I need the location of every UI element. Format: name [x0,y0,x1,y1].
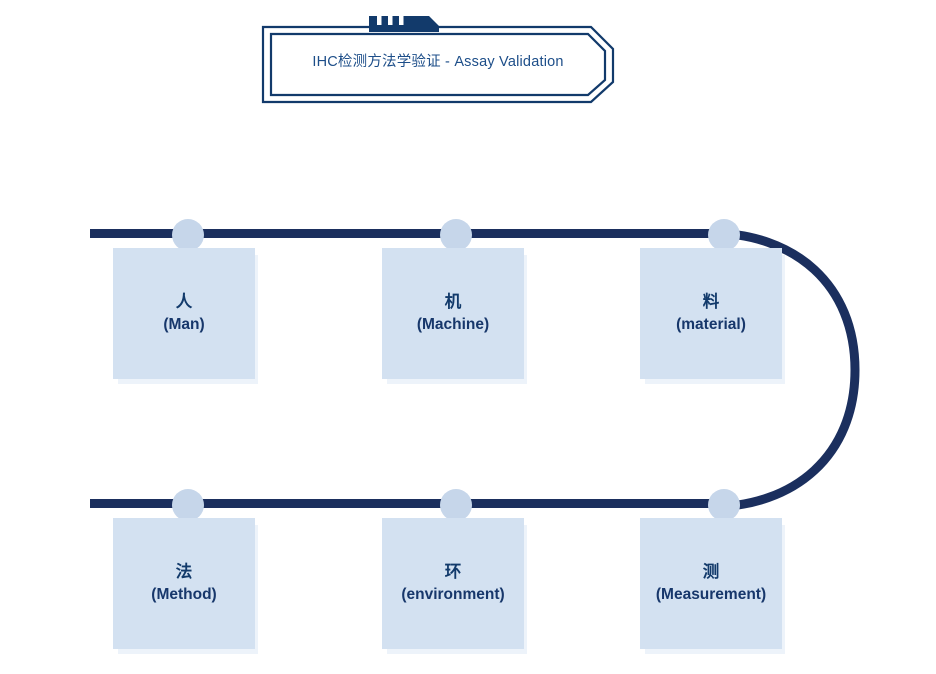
banner-inner-border [269,32,607,97]
category-label-en: (Measurement) [655,586,767,604]
node-dot-machine[interactable] [440,219,472,251]
category-card-environment[interactable]: 环 (environment) [382,518,524,649]
material-to-measurement-arc [709,228,860,512]
banner-tab-notch-1 [377,16,382,25]
category-label-method: 法 (Method) [73,560,295,606]
category-label-en: (material) [676,316,746,334]
category-label-cn: 法 [175,562,193,581]
banner-tab-notch-2 [388,16,393,25]
category-label-cn: 测 [702,562,720,581]
category-label-machine: 机 (Machine) [342,290,564,336]
bottom-rail [90,499,724,508]
category-label-measurement: 测 (Measurement) [600,560,822,606]
banner-tab-notch-3 [399,16,404,25]
category-label-material: 料 (material) [600,290,822,336]
category-label-cn: 人 [175,292,193,311]
category-label-cn: 料 [702,292,720,311]
category-card-material[interactable]: 料 (material) [640,248,782,379]
node-dot-measurement[interactable] [708,489,740,521]
category-label-en: (Man) [163,316,205,334]
category-card-man[interactable]: 人 (Man) [113,248,255,379]
category-card-method[interactable]: 法 (Method) [113,518,255,649]
category-label-man: 人 (Man) [73,290,295,336]
category-label-en: (Method) [151,586,217,604]
node-dot-method[interactable] [172,489,204,521]
category-label-cn: 机 [444,292,462,311]
page-title: IHC检测方法学验证 - Assay Validation [312,53,564,70]
title-banner-frame [261,16,615,104]
node-dot-material[interactable] [708,219,740,251]
category-label-en: (environment) [401,586,505,604]
node-dot-man[interactable] [172,219,204,251]
category-label-en: (Machine) [416,316,490,334]
category-card-machine[interactable]: 机 (Machine) [382,248,524,379]
category-label-environment: 环 (environment) [342,560,564,606]
banner-tab [369,16,439,32]
category-card-measurement[interactable]: 测 (Measurement) [640,518,782,649]
title-banner: IHC检测方法学验证 - Assay Validation [261,16,615,104]
node-dot-environment[interactable] [440,489,472,521]
top-rail [90,229,724,238]
category-label-cn: 环 [444,562,462,581]
